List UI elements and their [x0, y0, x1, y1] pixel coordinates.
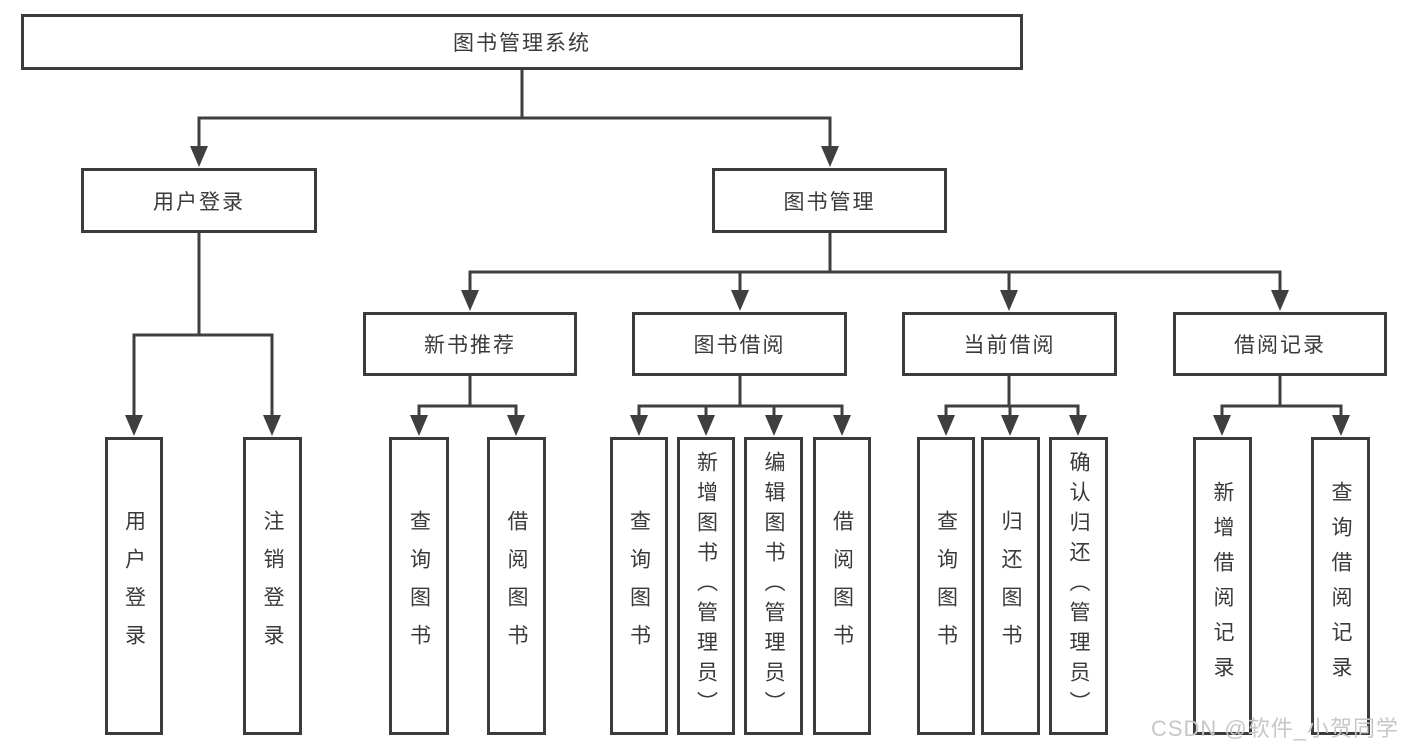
node-book-borrow: 图书借阅 — [632, 312, 847, 376]
node-root-label: 图书管理系统 — [453, 32, 591, 55]
leaf-records-query-record-label: 查询借阅记录 — [1329, 481, 1352, 691]
leaf-logout-label: 注销登录 — [261, 510, 284, 662]
leaf-borrow-edit-books-admin: 编辑图书（管理员） — [744, 437, 803, 735]
leaf-recommend-borrow-books-label: 借阅图书 — [505, 510, 528, 662]
edge-current-to-leaves — [944, 376, 1080, 419]
node-book-borrow-label: 图书借阅 — [693, 334, 786, 357]
node-book-management-label: 图书管理 — [783, 190, 876, 214]
node-book-management: 图书管理 — [712, 168, 947, 233]
leaf-current-confirm-return-admin-label: 确认归还（管理员） — [1067, 451, 1090, 721]
edge-login-to-leaves — [132, 233, 274, 419]
leaf-records-query-record: 查询借阅记录 — [1311, 437, 1370, 735]
leaf-current-query-books: 查询图书 — [917, 437, 975, 735]
node-borrow-records-label: 借阅记录 — [1234, 334, 1326, 357]
leaf-records-add-record-label: 新增借阅记录 — [1211, 481, 1234, 691]
node-current-borrow: 当前借阅 — [902, 312, 1117, 376]
leaf-current-return-books-label: 归还图书 — [999, 510, 1022, 662]
node-new-book-recommend: 新书推荐 — [363, 312, 577, 376]
leaf-borrow-add-books-admin-label: 新增图书（管理员） — [694, 451, 718, 721]
leaf-borrow-query-books-label: 查询图书 — [627, 510, 651, 662]
leaf-logout: 注销登录 — [243, 437, 302, 735]
leaf-user-login: 用户登录 — [105, 437, 163, 735]
leaf-user-login-label: 用户登录 — [122, 510, 146, 662]
node-borrow-records: 借阅记录 — [1173, 312, 1387, 376]
leaf-current-confirm-return-admin: 确认归还（管理员） — [1049, 437, 1108, 735]
node-user-login-label: 用户登录 — [153, 190, 245, 214]
leaf-records-add-record: 新增借阅记录 — [1193, 437, 1252, 735]
leaf-recommend-query-books-label: 查询图书 — [407, 510, 431, 662]
leaf-recommend-borrow-books: 借阅图书 — [487, 437, 546, 735]
leaf-borrow-borrow-books: 借阅图书 — [813, 437, 871, 735]
leaf-borrow-query-books: 查询图书 — [610, 437, 668, 735]
leaf-borrow-add-books-admin: 新增图书（管理员） — [677, 437, 735, 735]
edge-recommend-to-leaves — [417, 376, 518, 419]
edge-root-to-level2 — [197, 70, 832, 150]
arrowhead-icons — [125, 146, 1350, 436]
node-new-book-recommend-label: 新书推荐 — [424, 334, 516, 357]
node-user-login: 用户登录 — [81, 168, 317, 233]
edge-management-to-level3 — [468, 233, 1282, 294]
node-current-borrow-label: 当前借阅 — [963, 334, 1056, 357]
leaf-recommend-query-books: 查询图书 — [389, 437, 449, 735]
edge-borrow-to-leaves — [637, 376, 844, 419]
node-root-system: 图书管理系统 — [21, 14, 1023, 70]
leaf-current-return-books: 归还图书 — [981, 437, 1040, 735]
leaf-borrow-borrow-books-label: 借阅图书 — [830, 510, 854, 662]
leaf-borrow-edit-books-admin-label: 编辑图书（管理员） — [762, 451, 785, 721]
edge-records-to-leaves — [1220, 376, 1343, 419]
leaf-current-query-books-label: 查询图书 — [934, 510, 958, 662]
csdn-watermark: CSDN @软件_小贺同学 — [1150, 716, 1399, 741]
